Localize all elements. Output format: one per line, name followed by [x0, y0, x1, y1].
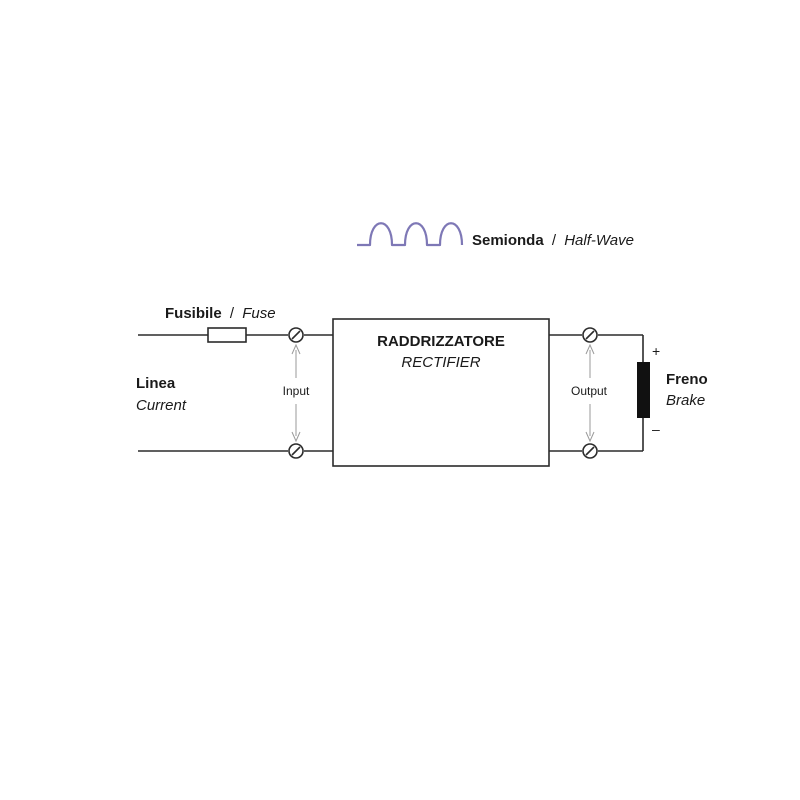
input-arrow [291, 343, 301, 443]
brake-coil [637, 362, 650, 418]
output-terminal-top [582, 327, 598, 343]
rectifier-label-it: RADDRIZZATORE [377, 333, 505, 350]
fuse-label: Fusibile / Fuse [165, 305, 276, 322]
output-arrow [585, 343, 595, 443]
output-wires [549, 334, 644, 452]
brake-plus-sign: + [652, 343, 660, 359]
brake-label-en: Brake [666, 392, 705, 409]
input-terminal-top [288, 327, 304, 343]
input-terminal-bottom [288, 443, 304, 459]
input-label: Input [283, 384, 310, 398]
output-terminal-bottom [582, 443, 598, 459]
output-label: Output [571, 384, 608, 398]
line-label-it: Linea [136, 375, 176, 392]
brake-minus-sign: – [652, 421, 660, 437]
half-wave-icon [357, 222, 464, 247]
legend-label: Semionda / Half-Wave [472, 232, 634, 249]
rectifier-box [332, 318, 550, 467]
input-wires [138, 334, 333, 452]
rectifier-label-en: RECTIFIER [401, 354, 480, 371]
brake-label-it: Freno [666, 371, 708, 388]
fuse-symbol [207, 327, 247, 343]
line-label-en: Current [136, 397, 187, 414]
